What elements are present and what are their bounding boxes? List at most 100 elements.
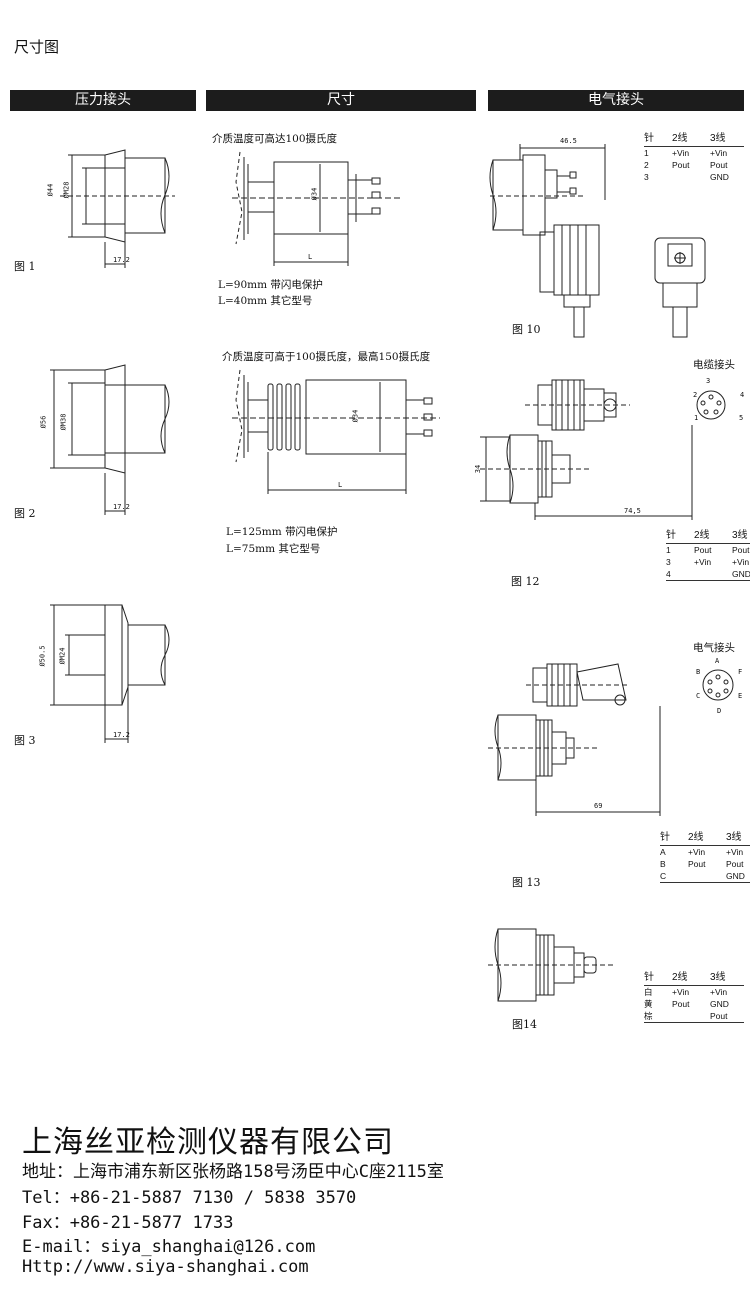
header-electrical-connector: 电气接头: [488, 90, 744, 111]
cable-pin-4: 4: [740, 391, 745, 399]
pin-header: 针: [644, 972, 654, 983]
pin-cell: Pout: [726, 859, 744, 869]
pin-cell: Pout: [710, 160, 728, 170]
fig3-d-outer: Ø50.5: [38, 645, 47, 667]
dim2-length: L: [338, 481, 343, 489]
fig2-d-inner: ØM38: [59, 413, 68, 431]
company-fax: Fax：+86-21-5877 1733: [22, 1213, 234, 1233]
pin-cell: 1: [666, 545, 671, 555]
fig13-length: 69: [594, 802, 603, 810]
pin-header: 针: [660, 832, 670, 843]
pin-cell: 白: [644, 987, 653, 997]
header-pressure-connector: 压力接头: [10, 90, 196, 111]
pin-cell: Pout: [672, 999, 690, 1009]
cable-connector-label: 电缆接头: [693, 359, 735, 371]
fig13-label: 图 13: [512, 876, 541, 889]
fig12-height: 34: [474, 464, 483, 474]
pin-cell: 棕: [644, 1011, 653, 1021]
pin-header: 3线: [726, 832, 742, 843]
pin-cell: GND: [710, 999, 729, 1009]
fig14-drawing: [488, 925, 638, 1005]
pin-header: 2线: [688, 832, 704, 843]
fig10-label: 图 10: [512, 323, 541, 336]
pin-cell: +Vin: [672, 987, 690, 997]
dim2-line2: L=75mm 其它型号: [226, 543, 321, 555]
dim2-diameter: Ø34: [351, 409, 360, 423]
company-address: 地址：上海市浦东新区张杨路158号汤臣中心C座2115室: [22, 1162, 444, 1182]
fig10-drawing: [490, 140, 720, 340]
cable-pin-5: 5: [739, 414, 744, 422]
fig12-drawing: [480, 375, 740, 525]
fig14-label: 图14: [512, 1018, 537, 1031]
company-tel: Tel：+86-21-5887 7130 / 5838 3570: [22, 1188, 357, 1208]
pin-cell: [694, 568, 732, 580]
pin-cell: A: [660, 847, 666, 857]
pin-cell: 1: [644, 148, 649, 158]
fig3-length: 17.2: [113, 731, 130, 739]
company-website[interactable]: Http://www.siya-shanghai.com: [22, 1257, 309, 1277]
pin-cell: GND: [726, 871, 745, 881]
dim2-line1: L=125mm 带闪电保护: [226, 526, 338, 538]
pin-cell: +Vin: [672, 148, 690, 158]
pin-cell: +Vin: [710, 148, 728, 158]
company-name: 上海丝亚检测仪器有限公司: [22, 1125, 394, 1160]
pin-header: 2线: [694, 530, 710, 541]
pin-cell: +Vin: [726, 847, 744, 857]
pin-header: 3线: [710, 972, 726, 983]
fig2-drawing: [40, 365, 180, 515]
dim2-drawing: [232, 370, 442, 500]
pin-cell: 黄: [644, 999, 653, 1009]
fig3-d-inner: ØM24: [58, 647, 67, 665]
fig1-length: 17.2: [113, 256, 130, 264]
pin-cell: 3: [666, 557, 671, 567]
pin-cell: C: [660, 871, 667, 881]
elec-pin-f: F: [738, 668, 743, 676]
pin-cell: Pout: [688, 859, 706, 869]
fig2-length: 17.2: [113, 503, 130, 511]
elec-pin-a: A: [715, 657, 720, 665]
elec-pin-d: D: [717, 707, 722, 715]
dim1-note: 介质温度可高达100摄氏度: [212, 133, 338, 145]
pin-header: 3线: [710, 133, 726, 144]
pin-header: 2线: [672, 972, 688, 983]
pin-cell: +Vin: [732, 557, 750, 567]
dim1-length: L: [308, 253, 313, 261]
fig12-length: 74,5: [624, 507, 641, 515]
pin-cell: GND: [710, 172, 729, 182]
elec-pin-c: C: [696, 692, 701, 700]
fig2-d-outer: Ø56: [39, 415, 48, 429]
fig1-drawing: [40, 150, 180, 270]
fig1-d-outer: Ø44: [46, 183, 55, 197]
cable-pin-1: 1: [694, 414, 699, 422]
fig2-label: 图 2: [14, 507, 36, 520]
pin-cell: 3: [644, 172, 649, 182]
pin-cell: +Vin: [710, 987, 728, 997]
pin-cell: GND: [732, 569, 750, 579]
pin-cell: [672, 171, 710, 183]
pin-cell: 4: [666, 569, 671, 579]
pin-header: 3线: [732, 530, 748, 541]
pin-header: 针: [644, 133, 654, 144]
pin-cell: 2: [644, 160, 649, 170]
fig1-label: 图 1: [14, 260, 36, 273]
pin-cell: B: [660, 859, 666, 869]
fig1-d-inner: ØM28: [62, 181, 71, 199]
fig10-width: 46.5: [560, 137, 577, 145]
electrical-connector-label: 电气接头: [693, 642, 735, 654]
dim1-line1: L=90mm 带闪电保护: [218, 279, 323, 291]
pin-header: 2线: [672, 133, 688, 144]
pin-cell: [688, 870, 726, 882]
elec-pin-e: E: [738, 692, 743, 700]
dim1-line2: L=40mm 其它型号: [218, 295, 313, 307]
pin-header: 针: [666, 530, 676, 541]
pin-cell: Pout: [694, 545, 712, 555]
company-email[interactable]: E-mail：siya_shanghai@126.com: [22, 1237, 316, 1257]
dim1-drawing: [232, 152, 402, 272]
fig12-label: 图 12: [511, 575, 540, 588]
fig3-drawing: [40, 605, 180, 745]
dim1-diameter: Ø34: [310, 187, 319, 201]
elec-pin-b: B: [696, 668, 701, 676]
cable-pin-3: 3: [706, 377, 711, 385]
